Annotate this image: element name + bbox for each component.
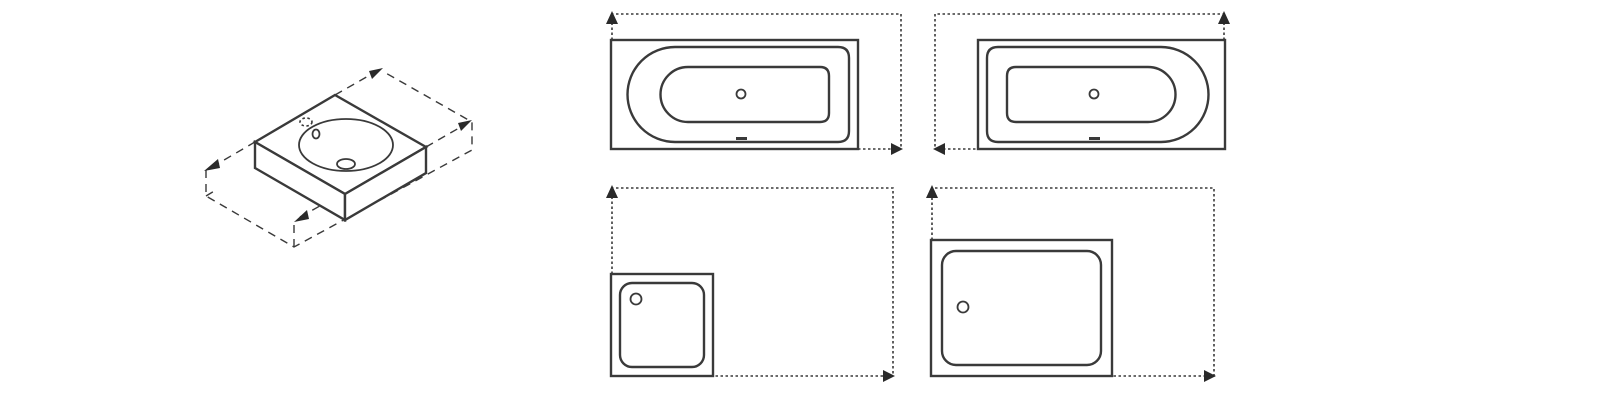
arrow-front-icon [294, 210, 309, 222]
drain-icon [956, 300, 970, 314]
overflow-icon [1089, 137, 1100, 140]
washbasin-svg [204, 68, 473, 248]
arrow-up-icon [1218, 11, 1230, 24]
bath-plans [600, 0, 1260, 400]
washbasin-drawing [190, 0, 510, 400]
arrow-left-icon [204, 159, 220, 171]
arrow-right-icon [458, 120, 472, 131]
bath-plans-svg [606, 11, 1230, 382]
arrow-right-icon [891, 143, 903, 155]
arrow-back-icon [369, 68, 383, 79]
drain-icon [735, 88, 747, 100]
drain-icon [336, 158, 356, 170]
arrow-up-icon [606, 185, 618, 198]
shower-tray-rect [926, 185, 1216, 382]
arrow-right-icon [1204, 370, 1216, 382]
overflow-icon [311, 128, 321, 140]
drain-icon [629, 292, 643, 306]
overflow-icon [736, 137, 747, 140]
drain-icon [1088, 88, 1100, 100]
bathtub-right [933, 11, 1230, 155]
shower-tray-square [606, 185, 895, 382]
arrow-up-icon [606, 11, 618, 24]
bathtub-left [606, 11, 903, 155]
arrow-right-icon [883, 370, 895, 382]
tap-hole-icon [299, 117, 313, 127]
basin-bowl [298, 118, 394, 172]
arrow-left-icon [933, 143, 945, 155]
arrow-up-icon [926, 185, 938, 198]
washbasin-block [252, 93, 429, 223]
